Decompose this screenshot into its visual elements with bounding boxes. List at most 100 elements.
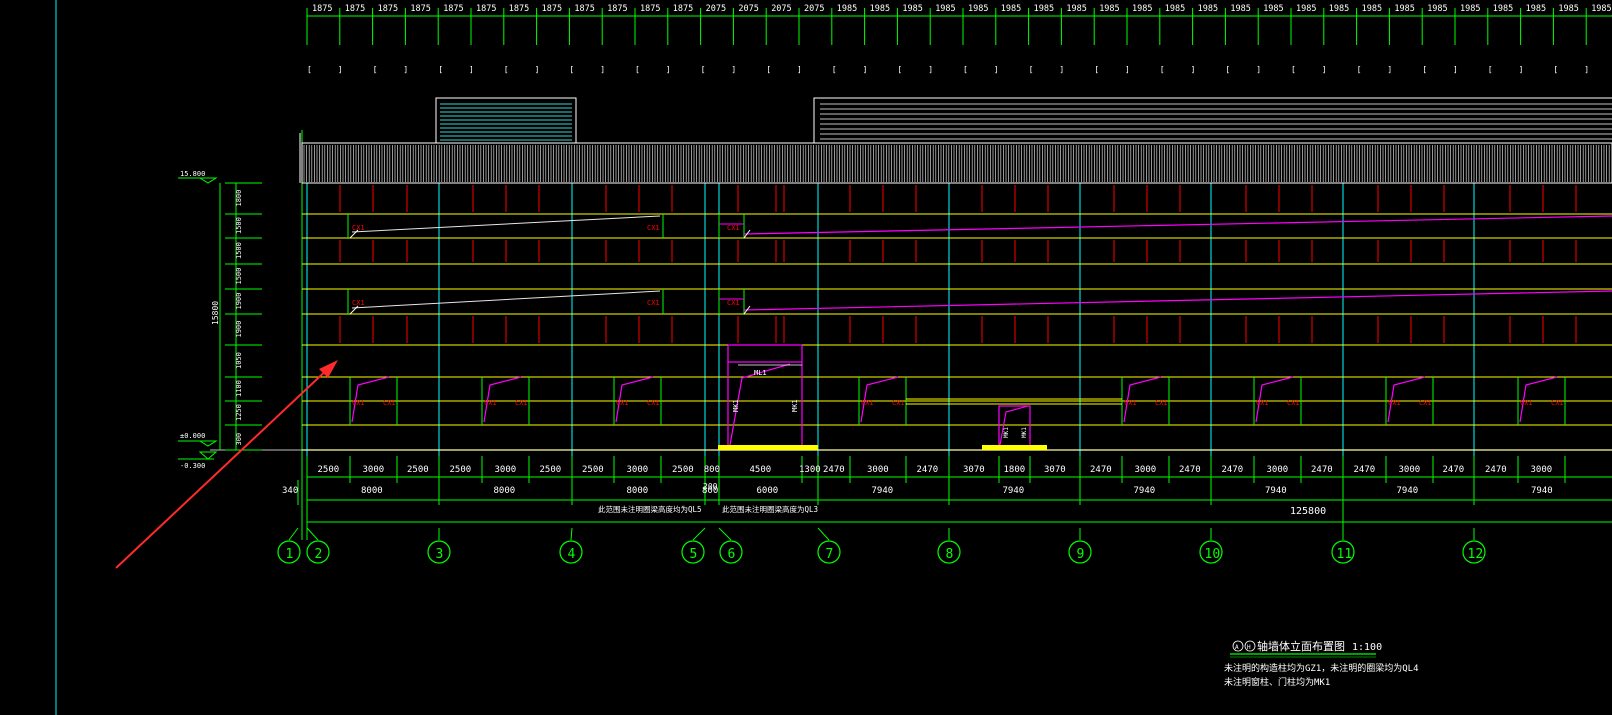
window-label: CX1 [647, 399, 660, 407]
top-dim-label: 1985 [935, 4, 955, 14]
top-bracket-mark: [ [1225, 65, 1230, 74]
top-bracket-mark: ] [731, 65, 736, 74]
top-dim-label: 1875 [542, 4, 562, 14]
axis-label-4: 4 [568, 547, 576, 562]
top-dim-label: 1985 [1526, 4, 1546, 14]
top-dim-label: 1985 [1296, 4, 1316, 14]
window-label: CX1 [1551, 399, 1564, 407]
top-dim-label: 1985 [1230, 4, 1250, 14]
bottom-dim-label-2: 7940 [1265, 486, 1287, 496]
bottom-dim-label-1: 2470 [917, 465, 939, 475]
door-small-threshold [982, 445, 1047, 450]
top-bracket-mark: ] [1256, 65, 1261, 74]
note-ql5-range: 此范围未注明圈梁高度均为QL5 [598, 504, 702, 514]
top-dim-label: 1875 [443, 4, 463, 14]
axis-label-11: 11 [1337, 547, 1353, 562]
top-dim-label: 2075 [738, 4, 758, 14]
axis-bubble-12 [1462, 540, 1486, 564]
top-dim-label: 1875 [476, 4, 496, 14]
sloped-lintel-cap-a [349, 229, 359, 239]
bottom-dim-label-2: 8000 [494, 486, 516, 496]
top-bracket-mark: ] [1322, 65, 1327, 74]
left-dim-label: 1500 [235, 268, 243, 285]
top-bracket-mark: ] [1059, 65, 1064, 74]
top-bracket-mark: [ [701, 65, 706, 74]
door-leaf [729, 363, 791, 446]
axis-label-2: 2 [315, 547, 323, 562]
top-dim-label: 1985 [1034, 4, 1054, 14]
window-label: CX1 [1256, 399, 1269, 407]
door-lintel-label: ML1 [754, 369, 767, 377]
legend-note-2: 未注明窗柱、门柱均为MK1 [1224, 676, 1330, 688]
bottom-dim-label-2: 7940 [1003, 486, 1025, 496]
bottom-dim-label-1: 2470 [1443, 465, 1465, 475]
top-bracket-mark: ] [600, 65, 605, 74]
top-dim-label: 1985 [1460, 4, 1480, 14]
door-threshold-highlight [718, 445, 818, 450]
window-sash [615, 376, 654, 423]
bottom-dim-label-2: 6000 [757, 486, 779, 496]
bottom-dim-label-1: 4500 [750, 465, 772, 475]
bottom-dim-label-1: 3000 [867, 465, 889, 475]
top-bracket-mark: [ [897, 65, 902, 74]
axis-bubble-5 [681, 540, 705, 564]
bottom-dim-label-2: 8000 [361, 486, 383, 496]
top-bracket-mark: [ [569, 65, 574, 74]
bottom-dim-label-1: 2500 [540, 465, 562, 475]
bottom-dim-label-1: 2470 [823, 465, 845, 475]
note-ql3-range: 此范围未注明圈梁高度为QL3 [722, 504, 818, 514]
top-bracket-mark: ] [1191, 65, 1196, 74]
top-bracket-mark: [ [766, 65, 771, 74]
sloped-lintel-cap-r-b [743, 305, 751, 315]
total-length-label: 125800 [1290, 506, 1326, 517]
door-label: MK1 [791, 399, 799, 412]
bottom-dim-label-1: 2470 [1179, 465, 1201, 475]
bottom-dim-label-1: 2500 [450, 465, 472, 475]
ring-beams [210, 182, 1612, 451]
axis-bubble-6 [719, 540, 743, 564]
window-sash [483, 376, 522, 423]
top-bracket-mark: [ [307, 65, 312, 74]
axis-leader-4 [570, 527, 573, 541]
left-dim-label: 1900 [235, 293, 243, 310]
bottom-dim-label-1: 3000 [1531, 465, 1553, 475]
left-dim-label: 1800 [235, 190, 243, 207]
roof-block-right-outline [813, 97, 1612, 143]
window-label: CX1 [1155, 399, 1168, 407]
bottom-dim-label-1: 2500 [407, 465, 429, 475]
window-label: CX1 [1124, 399, 1137, 407]
bottom-dim-label-1: 1300 [799, 465, 821, 475]
bottom-dim-label-1: 3070 [963, 465, 985, 475]
red-pointer-arrow [115, 360, 338, 569]
sloped-lintel-left-b [351, 290, 661, 309]
bottom-dim-label-1: 2470 [1311, 465, 1333, 475]
roof-parapet [299, 97, 1612, 184]
top-dim-label: 1875 [574, 4, 594, 14]
level-marker-zero [198, 440, 218, 447]
left-dim-label: 1500 [235, 217, 243, 234]
title-axis-symbol-a [1232, 640, 1244, 652]
bottom-dim-label-2: 7940 [1531, 486, 1553, 496]
top-dim-label: 1985 [1132, 4, 1152, 14]
window-sash [1519, 376, 1558, 423]
top-dim-label: 1985 [968, 4, 988, 14]
bottom-dim-label-1: 2470 [1090, 465, 1112, 475]
top-dim-label: 1985 [1198, 4, 1218, 14]
bottom-dim-label-2: 7940 [1134, 486, 1156, 496]
top-dim-label: 1875 [509, 4, 529, 14]
door-small-leaf [999, 405, 1029, 446]
top-dim-label: 1875 [345, 4, 365, 14]
legend-note-1: 未注明的构造柱均为GZ1，未注明的圈梁均为QL4 [1224, 662, 1419, 674]
axis-leader-6 [718, 527, 732, 541]
roof-block-left [435, 97, 577, 144]
window-sash [1123, 376, 1162, 423]
window-sash [860, 376, 899, 423]
window-label: CX1 [352, 224, 365, 232]
window-sash [1387, 376, 1426, 423]
top-bracket-mark: [ [504, 65, 509, 74]
top-dim-label: 1875 [640, 4, 660, 14]
